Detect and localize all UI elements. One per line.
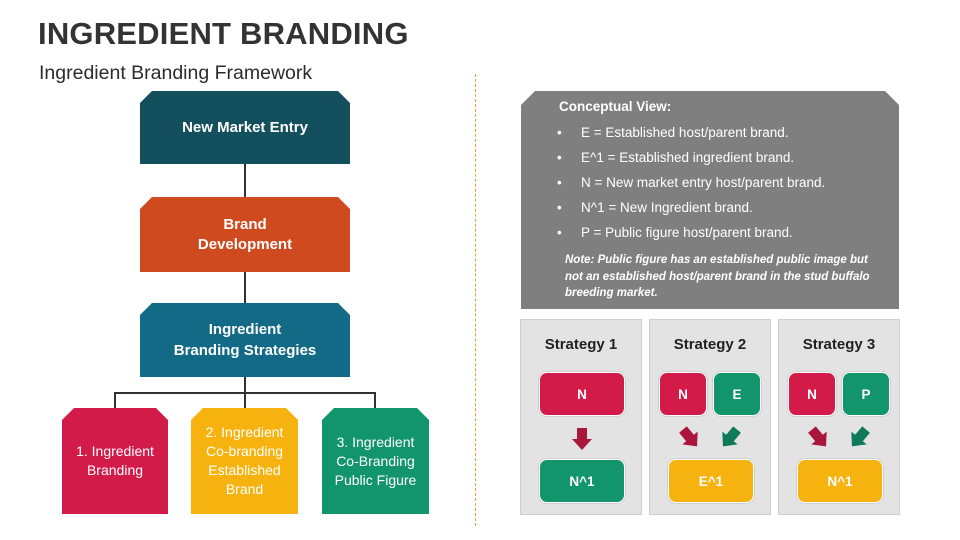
- arrow-diagonal-icon: [679, 426, 698, 447]
- list-item: •E^1 = Established ingredient brand.: [557, 150, 795, 165]
- connector-line: [244, 164, 246, 198]
- new-market-entry-label: New Market Entry: [182, 119, 308, 136]
- list-item: •N^1 = New Ingredient brand.: [557, 200, 753, 215]
- strategy-2-panel: Strategy 2 N E E^1: [649, 319, 771, 515]
- branch-label: 2. Ingredient Co-branding Established Br…: [205, 424, 284, 497]
- strategy-3-panel: Strategy 3 N P N^1: [778, 319, 900, 515]
- ingredient-branding-strategies-box: Ingredient Branding Strategies: [140, 303, 350, 377]
- conceptual-view-panel: Conceptual View: •E = Established host/p…: [521, 91, 899, 309]
- new-market-entry-box: New Market Entry: [140, 91, 350, 164]
- connector-line: [244, 377, 246, 393]
- arrow-down-icon: [572, 428, 592, 450]
- brand-development-label: Brand Development: [197, 215, 293, 253]
- list-item: •E = Established host/parent brand.: [557, 125, 789, 140]
- conceptual-view-note: Note: Public figure has an established p…: [565, 254, 870, 299]
- chip-n1: N^1: [539, 459, 625, 503]
- connector-line: [244, 392, 246, 408]
- branch-cobranding-public-figure: 3. Ingredient Co-Branding Public Figure: [322, 408, 429, 514]
- arrow-diagonal-icon: [808, 426, 827, 447]
- chip-e1: E^1: [668, 459, 754, 503]
- chip-n: N: [539, 372, 625, 416]
- chip-e: E: [713, 372, 761, 416]
- connector-line: [244, 272, 246, 304]
- branch-ingredient-branding: 1. Ingredient Branding: [62, 408, 168, 514]
- branch-label: 1. Ingredient Branding: [76, 443, 154, 478]
- arrow-diagonal-icon: [851, 426, 870, 447]
- page-subtitle: Ingredient Branding Framework: [39, 62, 313, 84]
- connector-line: [114, 392, 116, 408]
- branch-cobranding-established: 2. Ingredient Co-branding Established Br…: [191, 408, 298, 514]
- conceptual-view-list: •E = Established host/parent brand. •E^1…: [557, 124, 825, 249]
- chip-p: P: [842, 372, 890, 416]
- chip-n: N: [788, 372, 836, 416]
- brand-development-box: Brand Development: [140, 197, 350, 272]
- page-title: INGREDIENT BRANDING: [38, 16, 409, 51]
- list-item: •P = Public figure host/parent brand.: [557, 225, 793, 240]
- strategy-title: Strategy 2: [673, 336, 747, 353]
- strategy-title: Strategy 3: [802, 336, 876, 353]
- strategy-1-panel: Strategy 1 N N^1: [520, 319, 642, 515]
- dashed-divider: [475, 74, 476, 526]
- list-item: •N = New market entry host/parent brand.: [557, 175, 826, 190]
- branch-label: 3. Ingredient Co-Branding Public Figure: [334, 433, 417, 488]
- arrow-diagonal-icon: [722, 426, 741, 447]
- chip-n: N: [659, 372, 707, 416]
- chip-n1: N^1: [797, 459, 883, 503]
- strategy-title: Strategy 1: [544, 336, 618, 353]
- conceptual-view-heading: Conceptual View:: [559, 99, 672, 114]
- connector-line: [374, 392, 376, 408]
- ingredient-branding-strategies-label: Ingredient Branding Strategies: [173, 321, 317, 359]
